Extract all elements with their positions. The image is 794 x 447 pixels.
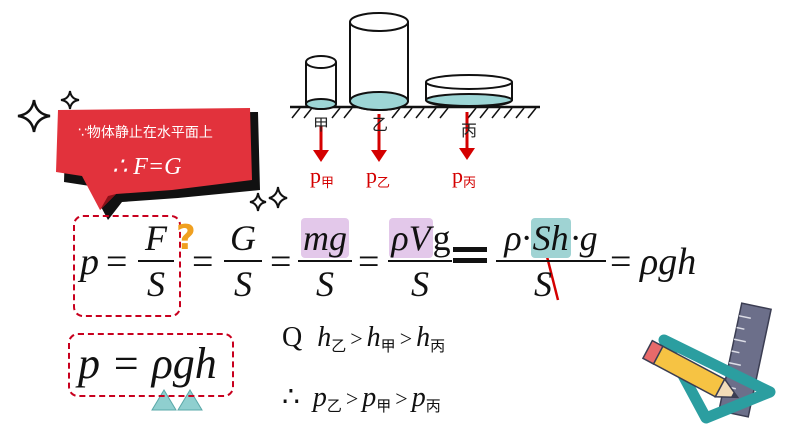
formula-p: p — [80, 241, 99, 283]
numerator-F: F — [145, 218, 167, 258]
fraction-mg-over-S: mg S — [298, 218, 352, 304]
formula-eq-1: = — [106, 241, 128, 283]
fraction-G-over-S: G S — [224, 218, 262, 304]
since-symbol: Q — [282, 322, 303, 353]
numerator-g: g — [432, 218, 451, 258]
numerator-rho-dot: ρ· — [504, 218, 531, 258]
fraction-bar — [496, 260, 606, 262]
numerator-mg: mg — [301, 218, 349, 258]
label-yi: 乙 — [372, 115, 389, 134]
fraction-bar — [138, 260, 174, 262]
cylinder-yi — [349, 12, 409, 111]
fraction-rhoShg-over-S: ρ·Sh·g S — [496, 218, 606, 304]
denominator-S: S — [411, 264, 429, 304]
label-jia: 甲 — [313, 115, 330, 134]
sparkle-small-icon — [60, 90, 80, 110]
highlight-box-definition — [73, 215, 181, 317]
numerator-rhoV: ρV — [389, 218, 433, 258]
bold-equals-sign — [453, 247, 487, 263]
denominator-S: S — [316, 264, 334, 304]
pressure-arrows — [313, 112, 475, 162]
pressure-yi: p乙 — [366, 163, 391, 191]
question-mark-icon: ? — [176, 218, 196, 258]
sparkle-icon — [17, 99, 51, 133]
highlight-box-result — [68, 333, 234, 397]
fraction-bar — [224, 260, 262, 262]
denominator-S-cancelled: S — [534, 264, 552, 304]
banner-conclusion-text: ∴ F=G — [112, 154, 182, 180]
fraction-bar — [388, 260, 452, 262]
stationery-icon — [641, 302, 776, 424]
label-bing: 丙 — [461, 121, 478, 140]
statement-heights: Q h乙>h甲>h丙 — [282, 322, 446, 355]
fraction-F-over-S: F S — [138, 218, 174, 304]
pressure-jia: p甲 — [310, 163, 335, 191]
result-formula: p = ρgh — [78, 339, 217, 388]
formula-eq-3: = — [270, 241, 292, 283]
numerator-dot-g: ·g — [570, 218, 598, 258]
denominator-S: S — [234, 264, 252, 304]
formula-eq-4: = — [358, 241, 380, 283]
numerator-G: G — [230, 218, 256, 258]
statement-pressures: ∴ p乙>p甲>p丙 — [282, 382, 441, 415]
cylinder-jia — [305, 55, 337, 110]
sparkle-pair-icon — [249, 186, 288, 212]
formula-rhogh: ρgh — [640, 241, 697, 283]
red-banner — [56, 108, 260, 220]
cylinder-bing — [425, 74, 513, 108]
fraction-bar — [298, 260, 352, 262]
pressure-bing: p丙 — [452, 163, 477, 191]
formula-eq-2: = — [192, 241, 214, 283]
fraction-rhoVg-over-S: ρVg S — [388, 218, 452, 304]
denominator-S: S — [147, 264, 165, 304]
therefore-symbol: ∴ — [282, 382, 300, 413]
banner-condition-text: ∵物体静止在水平面上 — [78, 125, 213, 141]
formula-eq-5: = — [610, 241, 632, 283]
triangle-markers — [151, 389, 203, 411]
numerator-Sh: Sh — [530, 218, 571, 258]
